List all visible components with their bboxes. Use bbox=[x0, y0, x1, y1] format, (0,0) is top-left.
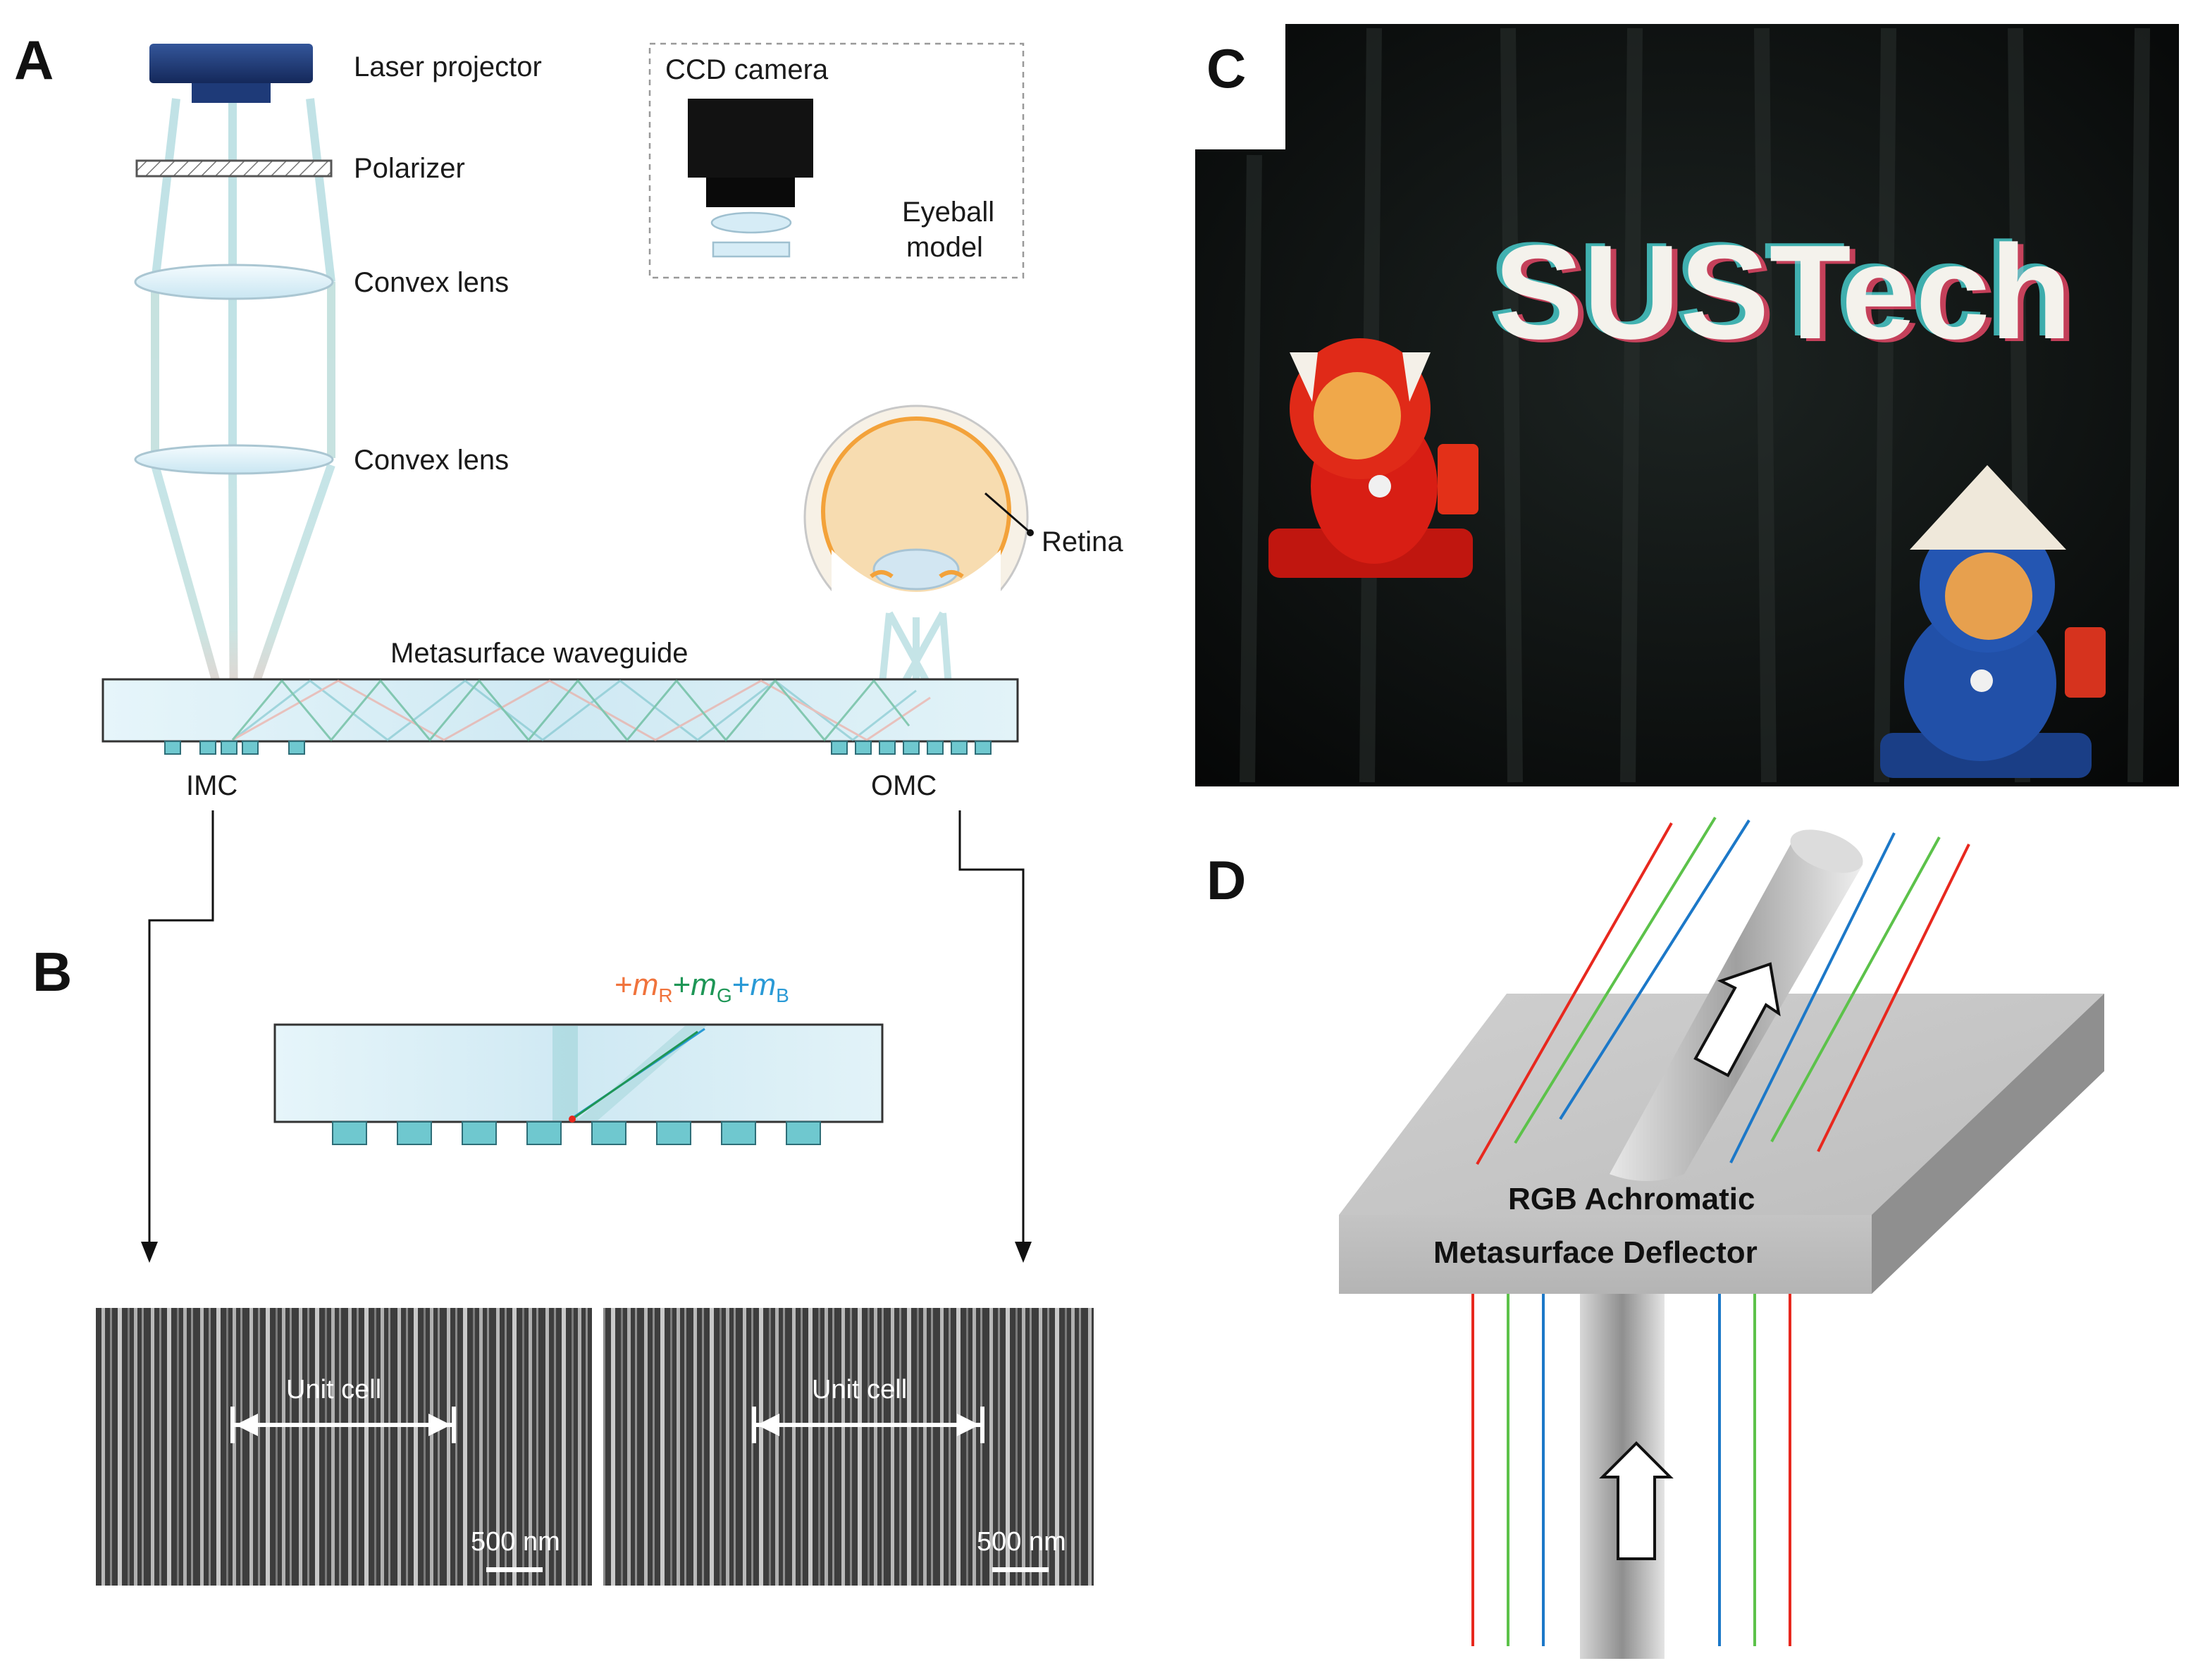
polarizer-icon bbox=[135, 159, 333, 178]
sem-right-scalebar bbox=[992, 1567, 1049, 1572]
omc-arrowhead bbox=[1015, 1242, 1032, 1263]
label-laser-projector: Laser projector bbox=[354, 51, 542, 82]
order-m-r: m bbox=[633, 968, 659, 1002]
camera-icon bbox=[688, 99, 813, 207]
diffraction-orders: +mR+mG+mB bbox=[615, 968, 789, 1006]
sem-image-right: Unit cell 500 nm bbox=[603, 1308, 1094, 1586]
convex-lens-icon bbox=[134, 444, 334, 475]
order-sub-r: R bbox=[658, 984, 672, 1006]
closeup-couplers bbox=[332, 1121, 821, 1145]
panel-d: D bbox=[1206, 816, 2104, 1659]
panel-c: C SUSTech SUSTech SUSTech bbox=[1195, 24, 2179, 786]
closeup-beams bbox=[552, 1026, 706, 1123]
order-sub-b: B bbox=[776, 984, 789, 1006]
waveguide-tir-rays bbox=[231, 679, 931, 742]
label-retina: Retina bbox=[1042, 526, 1123, 557]
panel-a: A Laser projector Polarizer Convex lens bbox=[14, 29, 1123, 1263]
label-polarizer: Polarizer bbox=[354, 153, 465, 184]
label-ccd-camera: CCD camera bbox=[665, 54, 829, 85]
order-m-b: m bbox=[750, 968, 776, 1002]
sem-right-scale: 500 nm bbox=[977, 1527, 1066, 1557]
sustech-text-red-fringe: SUSTech bbox=[1500, 221, 2077, 370]
laser-projector-icon bbox=[149, 44, 313, 103]
label-eyeball-line2: model bbox=[906, 232, 983, 263]
sem-left-scalebar bbox=[486, 1567, 543, 1572]
sustech-text: SUSTech bbox=[1494, 218, 2072, 367]
sem-left-scale: 500 nm bbox=[471, 1527, 560, 1557]
order-sub-g: G bbox=[717, 984, 732, 1006]
label-eyeball-line1: Eyeball bbox=[902, 197, 994, 228]
label-omc: OMC bbox=[871, 770, 937, 801]
omc-connector-arrow bbox=[958, 810, 1025, 1247]
deflector-label-line2: Metasurface Deflector bbox=[1433, 1235, 1758, 1270]
sem-right-unit-cell: Unit cell bbox=[812, 1375, 907, 1404]
label-convex-lens-2: Convex lens bbox=[354, 445, 509, 476]
order-plus-g: + bbox=[673, 968, 691, 1002]
deflector-label-line1: RGB Achromatic bbox=[1508, 1182, 1755, 1216]
order-plus-b: + bbox=[732, 968, 751, 1002]
convex-lens-icon bbox=[134, 264, 334, 300]
incident-rays bbox=[1471, 1294, 1791, 1646]
panel-b: B +mR+mG+mB bbox=[32, 941, 1094, 1586]
eyeball-slab-icon bbox=[712, 241, 791, 258]
blue-figurine bbox=[1880, 465, 2106, 778]
omc-coupler bbox=[831, 741, 992, 755]
incoming-arrow-icon bbox=[1599, 1441, 1674, 1560]
red-figurine bbox=[1268, 338, 1478, 578]
eye-icon bbox=[803, 404, 1029, 631]
eyeball-lens-icon bbox=[710, 211, 792, 234]
sem-image-left: Unit cell 500 nm bbox=[96, 1308, 592, 1586]
panel-label-b: B bbox=[32, 941, 72, 1003]
panel-label-a: A bbox=[14, 29, 54, 91]
imc-coupler bbox=[164, 741, 305, 755]
sustech-hologram: SUSTech SUSTech SUSTech bbox=[1488, 215, 2077, 370]
sustech-text-cyan-fringe: SUSTech bbox=[1488, 215, 2066, 364]
panel-label-c: C bbox=[1206, 37, 1246, 99]
retina-pointer-dot bbox=[1027, 529, 1034, 536]
order-m-g: m bbox=[691, 968, 717, 1002]
imc-connector-arrow bbox=[148, 810, 214, 1247]
label-convex-lens-1: Convex lens bbox=[354, 267, 509, 298]
waveguide-closeup bbox=[273, 1023, 884, 1123]
label-imc: IMC bbox=[186, 770, 237, 801]
outgoing-arrow-icon bbox=[1693, 962, 1781, 1077]
deflected-rays bbox=[1476, 816, 1970, 1165]
sem-left-unit-cell: Unit cell bbox=[286, 1375, 381, 1404]
panel-label-d: D bbox=[1206, 849, 1246, 911]
retina-pointer bbox=[984, 492, 1030, 533]
order-plus-r: + bbox=[615, 968, 633, 1002]
ccd-camera-inset: CCD camera Eyeball model bbox=[648, 42, 1025, 279]
imc-arrowhead bbox=[141, 1242, 158, 1263]
label-waveguide: Metasurface waveguide bbox=[390, 638, 688, 669]
